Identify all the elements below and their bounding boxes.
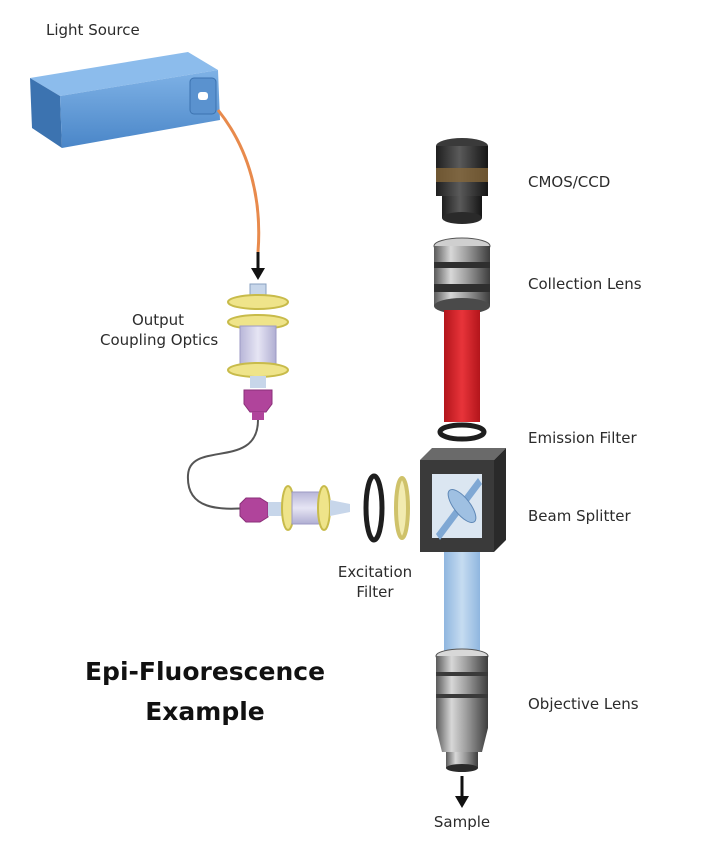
label-cmos-ccd: CMOS/CCD [528,173,611,191]
label-sample: Sample [433,813,491,831]
diagram-title: Epi-Fluorescence Example [60,652,350,732]
label-excitation-filter-line1: Excitation [337,563,413,581]
label-excitation-filter: Excitation Filter [330,562,420,602]
cmos-ccd-camera [436,138,488,224]
emission-filter-ring [437,422,487,442]
diagram-title-line1: Epi-Fluorescence [84,657,326,686]
label-collection-lens: Collection Lens [528,275,642,293]
label-emission-filter: Emission Filter [528,429,637,447]
label-output-coupling-line1: Output [131,311,185,329]
fiber-cable-orange [216,109,261,253]
label-objective-lens: Objective Lens [528,695,639,713]
beam-splitter-cube [420,448,506,552]
arrow-down-icon [251,252,265,280]
label-light-source: Light Source [46,21,140,39]
objective-lens [435,648,489,772]
diagram-title-line2: Example [145,697,265,726]
label-excitation-filter-line2: Filter [356,583,394,601]
excitation-beam [444,552,480,652]
label-output-coupling: Output Coupling Optics [100,310,219,350]
excitation-filter-ring-dark [363,473,385,543]
arrow-to-sample-icon [455,776,469,808]
label-output-coupling-line2: Coupling Optics [100,331,219,349]
output-coupling-optics [227,283,289,420]
label-beam-splitter: Beam Splitter [528,507,631,525]
light-source-box [30,52,220,148]
excitation-optics [239,485,350,531]
excitation-filter-ring-yellow [394,476,410,540]
fiber-cable-gray [186,419,259,510]
collection-lens [433,237,491,314]
emission-beam [444,310,480,422]
